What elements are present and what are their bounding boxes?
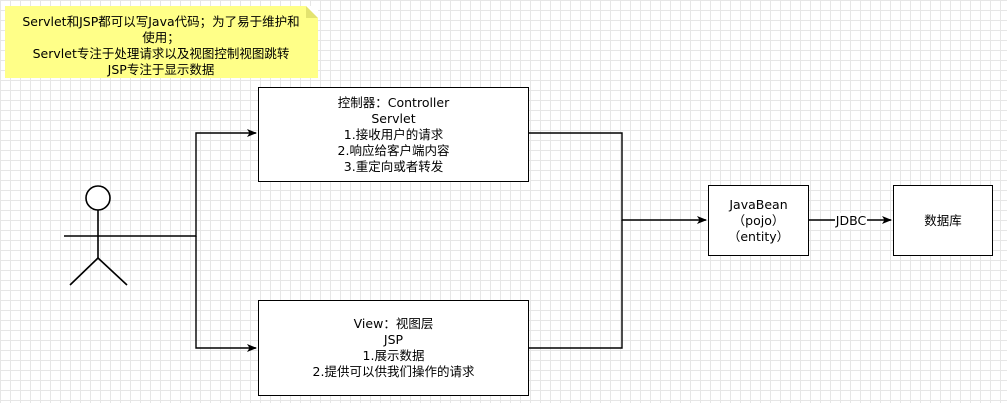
- javabean-line: （entity）: [727, 228, 790, 244]
- note-folded-corner: [306, 6, 318, 18]
- edge-controller-to-javabean: [529, 132, 707, 224]
- edge-view-to-javabean: [529, 220, 623, 349]
- edge-actor-to-controller: [133, 129, 257, 237]
- controller-title: 控制器：Controller: [337, 94, 450, 110]
- javabean-line: （pojo）: [732, 212, 785, 228]
- actor-head: [85, 185, 111, 211]
- note-line: Servlet和JSP都可以写Java代码；为了易于维护和: [22, 14, 300, 29]
- view-box[interactable]: View：视图层 JSP 1.展示数据 2.提供可以供我们操作的请求: [258, 300, 529, 396]
- jdbc-edge-label: JDBC: [835, 213, 867, 229]
- database-label: 数据库: [924, 212, 962, 228]
- database-box[interactable]: 数据库: [893, 185, 993, 256]
- view-subtitle: JSP: [383, 332, 404, 347]
- view-item: 2.提供可以供我们操作的请求: [312, 364, 475, 379]
- controller-subtitle: Servlet: [371, 110, 416, 126]
- actor-left-leg: [69, 257, 99, 286]
- controller-box[interactable]: 控制器：Controller Servlet 1.接收用户的请求 2.响应给客户…: [258, 87, 529, 182]
- note-line: JSP专注于显示数据: [107, 62, 215, 77]
- note-line: Servlet专注于处理请求以及视图控制视图跳转: [32, 46, 290, 61]
- javabean-title: JavaBean: [729, 196, 788, 212]
- view-item: 1.展示数据: [362, 348, 425, 363]
- note-line: 使用；: [142, 30, 180, 45]
- controller-item: 2.响应给客户端内容: [337, 142, 450, 158]
- controller-item: 3.重定向或者转发: [343, 158, 444, 174]
- javabean-box[interactable]: JavaBean （pojo） （entity）: [708, 185, 809, 256]
- note-text: Servlet和JSP都可以写Java代码；为了易于维护和 使用； Servle…: [11, 14, 311, 78]
- controller-item: 1.接收用户的请求: [343, 126, 444, 142]
- view-title: View：视图层: [353, 316, 434, 331]
- actor-right-leg: [97, 257, 128, 286]
- edge-actor-to-view: [195, 236, 257, 352]
- sticky-note: Servlet和JSP都可以写Java代码；为了易于维护和 使用； Servle…: [5, 6, 318, 78]
- actor-figure: [64, 185, 133, 286]
